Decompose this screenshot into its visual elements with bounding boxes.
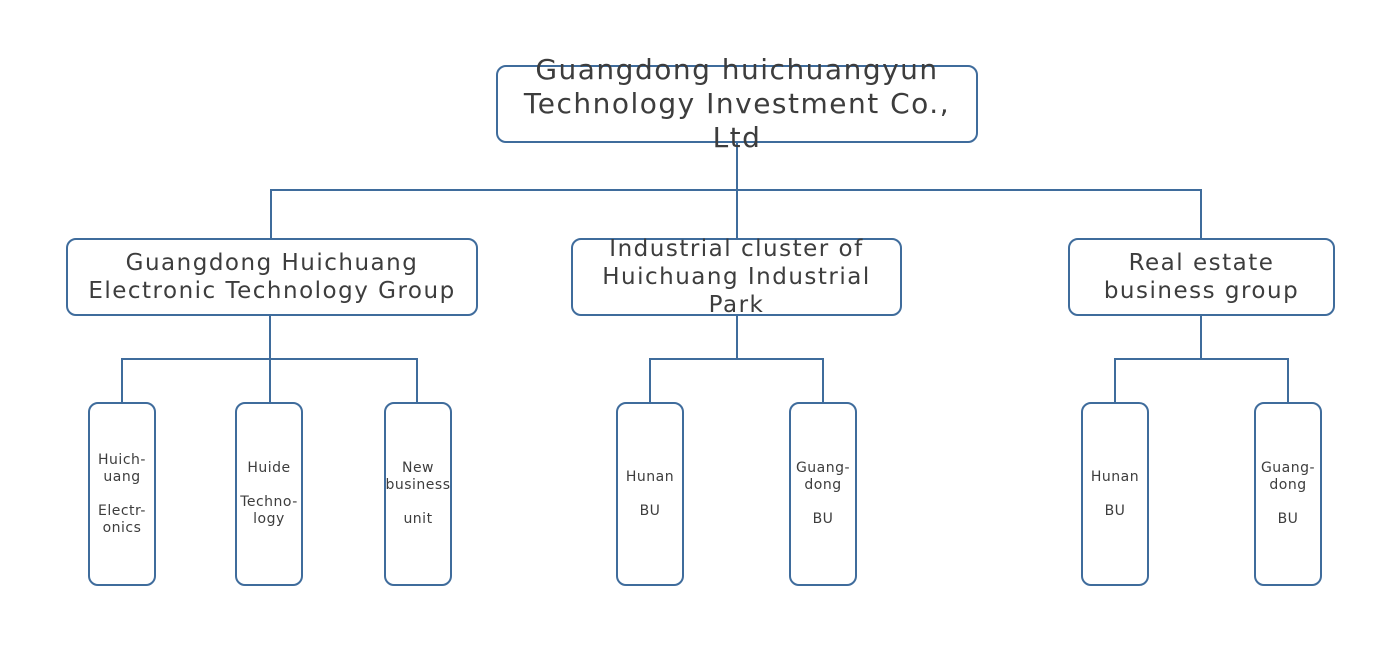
unit-box-huide-technology: Huide Techno- logy [235, 402, 303, 586]
group-label: Real estate business group [1103, 250, 1300, 304]
group-label: Industrial cluster of Huichuang Industri… [602, 236, 871, 318]
unit-box-industrial-hunan-bu: Hunan BU [616, 402, 684, 586]
group-box-real-estate: Real estate business group [1068, 238, 1335, 316]
unit-label: Guang- dong BU [795, 460, 851, 527]
root-company-label: Guangdong huichuangyun Technology Invest… [523, 53, 951, 154]
unit-label: Huich- uang Electr- onics [98, 451, 146, 536]
unit-box-industrial-guangdong-bu: Guang- dong BU [789, 402, 857, 586]
unit-box-new-business-unit: New business unit [384, 402, 452, 586]
unit-label: Hunan BU [625, 468, 675, 519]
unit-box-realestate-hunan-bu: Hunan BU [1081, 402, 1149, 586]
unit-label: Huide Techno- logy [240, 460, 298, 527]
unit-box-huichuang-electronics: Huich- uang Electr- onics [88, 402, 156, 586]
unit-label: Guang- dong BU [1260, 460, 1316, 527]
root-company-box: Guangdong huichuangyun Technology Invest… [496, 53, 978, 154]
group-label: Guangdong Huichuang Electronic Technolog… [88, 250, 456, 304]
group-box-electronic-technology: Guangdong Huichuang Electronic Technolog… [66, 238, 478, 316]
unit-label: New business unit [385, 460, 451, 527]
unit-box-realestate-guangdong-bu: Guang- dong BU [1254, 402, 1322, 586]
unit-label: Hunan BU [1090, 468, 1140, 519]
group-box-industrial-park: Industrial cluster of Huichuang Industri… [571, 236, 902, 318]
